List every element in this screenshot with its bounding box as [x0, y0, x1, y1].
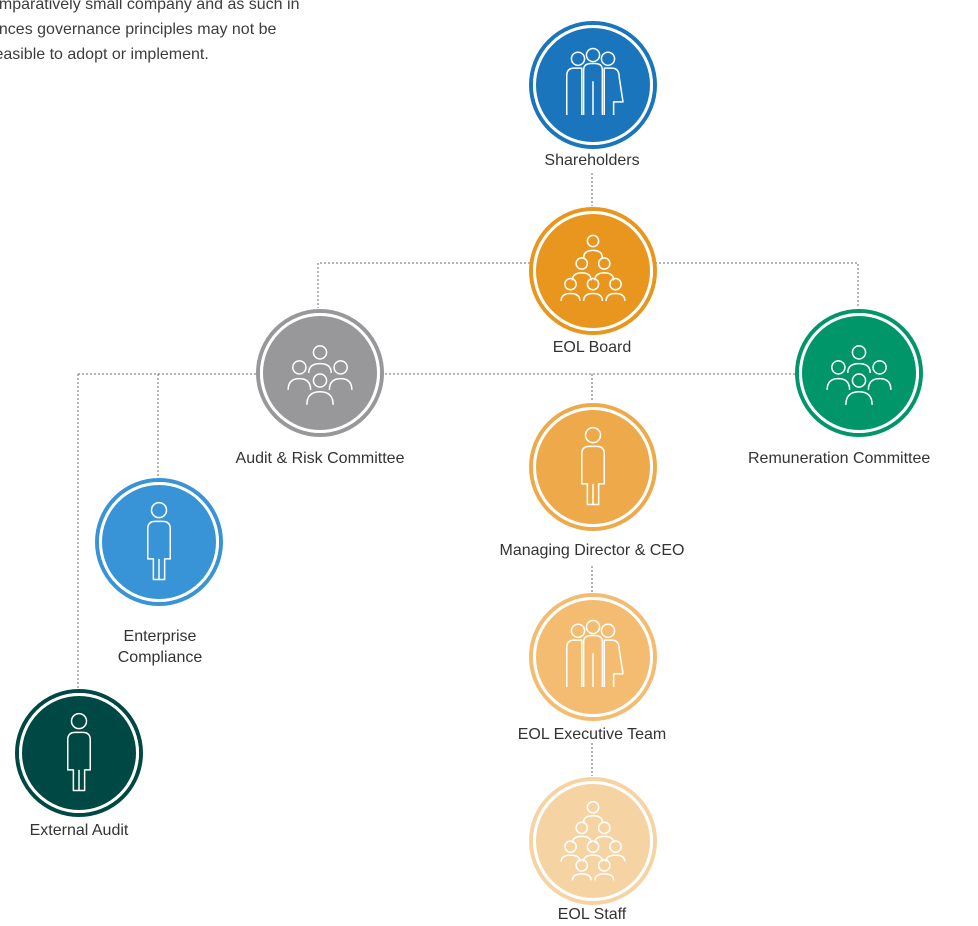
executive-team-node	[529, 593, 657, 721]
intro-line-2: ances governance principles may not be	[0, 21, 277, 38]
committee-group-icon	[826, 345, 892, 405]
committee-group-icon	[287, 345, 353, 405]
group-three-persons-icon	[566, 619, 624, 687]
enterprise-compliance-label: Enterprise Compliance	[80, 626, 240, 668]
audit-risk-committee-label: Audit & Risk Committee	[235, 450, 405, 467]
intro-line-1: omparatively small company and as such i…	[0, 0, 300, 13]
audit-risk-committee-node	[256, 309, 384, 437]
md-ceo-node	[529, 403, 657, 531]
intro-line-3: feasible to adopt or implement.	[0, 46, 209, 63]
pyramid-group-icon	[560, 234, 626, 302]
person-icon	[67, 712, 91, 792]
external-audit-node	[15, 689, 143, 817]
md-ceo-label: Managing Director & CEO	[499, 542, 685, 559]
staff-label: EOL Staff	[557, 906, 627, 923]
person-icon	[581, 426, 605, 506]
board-label: EOL Board	[552, 339, 632, 356]
enterprise-compliance-label-line-1: Enterprise	[123, 628, 197, 645]
executive-team-label: EOL Executive Team	[517, 726, 667, 743]
staff-group-icon	[560, 800, 626, 881]
connector-board-audit	[317, 262, 530, 308]
shareholders-node	[529, 21, 657, 149]
enterprise-compliance-node	[95, 478, 223, 606]
external-audit-label: External Audit	[29, 822, 129, 839]
remuneration-committee-label: Remuneration Committee	[748, 450, 931, 467]
board-node	[529, 207, 657, 335]
intro-paragraph: omparatively small company and as such i…	[0, 0, 420, 67]
connector-board-remuneration	[655, 262, 859, 308]
staff-node	[529, 777, 657, 905]
remuneration-committee-node	[795, 309, 923, 437]
group-three-persons-icon	[566, 47, 624, 115]
enterprise-compliance-label-line-2: Compliance	[117, 649, 203, 666]
person-icon	[147, 501, 171, 581]
shareholders-label: Shareholders	[544, 152, 640, 169]
